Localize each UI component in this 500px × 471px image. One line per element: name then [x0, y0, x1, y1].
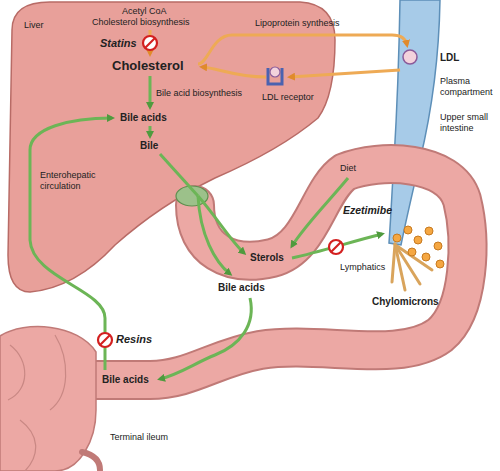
- source-label: Diet: [340, 163, 356, 174]
- drug-label: Statins: [100, 37, 137, 50]
- molecule-label: Bile acids: [102, 374, 149, 386]
- small-intestine: [90, 164, 467, 380]
- particle-label: Chylomicrons: [372, 296, 439, 308]
- molecule-label: Bile acids: [120, 112, 167, 124]
- appendix: [82, 452, 100, 470]
- ldl-particle: [270, 67, 280, 77]
- pathway-label: Cholesterol biosynthesis: [92, 17, 190, 28]
- molecule-label: Bile acids: [218, 282, 265, 294]
- block-symbol: [98, 36, 343, 347]
- fluid-label: Bile: [140, 140, 158, 152]
- green-arrows: [30, 76, 382, 379]
- organ-label: Upper small intestine: [440, 112, 495, 134]
- chylomicron-dots: [393, 226, 444, 268]
- particle-label: LDL: [440, 52, 459, 64]
- ldl-particle: [403, 50, 417, 64]
- organ-label: Terminal ileum: [110, 432, 168, 443]
- drug-label: Ezetimibe: [343, 204, 392, 217]
- ldl-receptor: [268, 68, 282, 84]
- pathway-label: Lipoprotein synthesis: [255, 18, 340, 29]
- molecule-label: Sterols: [250, 252, 284, 264]
- drug-label: Resins: [116, 333, 152, 346]
- receptor-label: LDL receptor: [262, 92, 314, 103]
- pathway-label: Enterohepatic circulation: [40, 170, 102, 192]
- molecule-label: Cholesterol: [112, 58, 184, 74]
- vessel-label: Lymphatics: [340, 262, 385, 273]
- region-label: Plasma compartment: [440, 76, 496, 98]
- pathway-label: Bile acid biosynthesis: [156, 88, 242, 99]
- molecule-label: Acetyl CoA: [122, 6, 167, 17]
- lymphatic-vessels: [392, 244, 432, 290]
- haustra: [8, 335, 66, 471]
- organ-label: Liver: [24, 20, 44, 31]
- orange-arrows: [150, 30, 407, 77]
